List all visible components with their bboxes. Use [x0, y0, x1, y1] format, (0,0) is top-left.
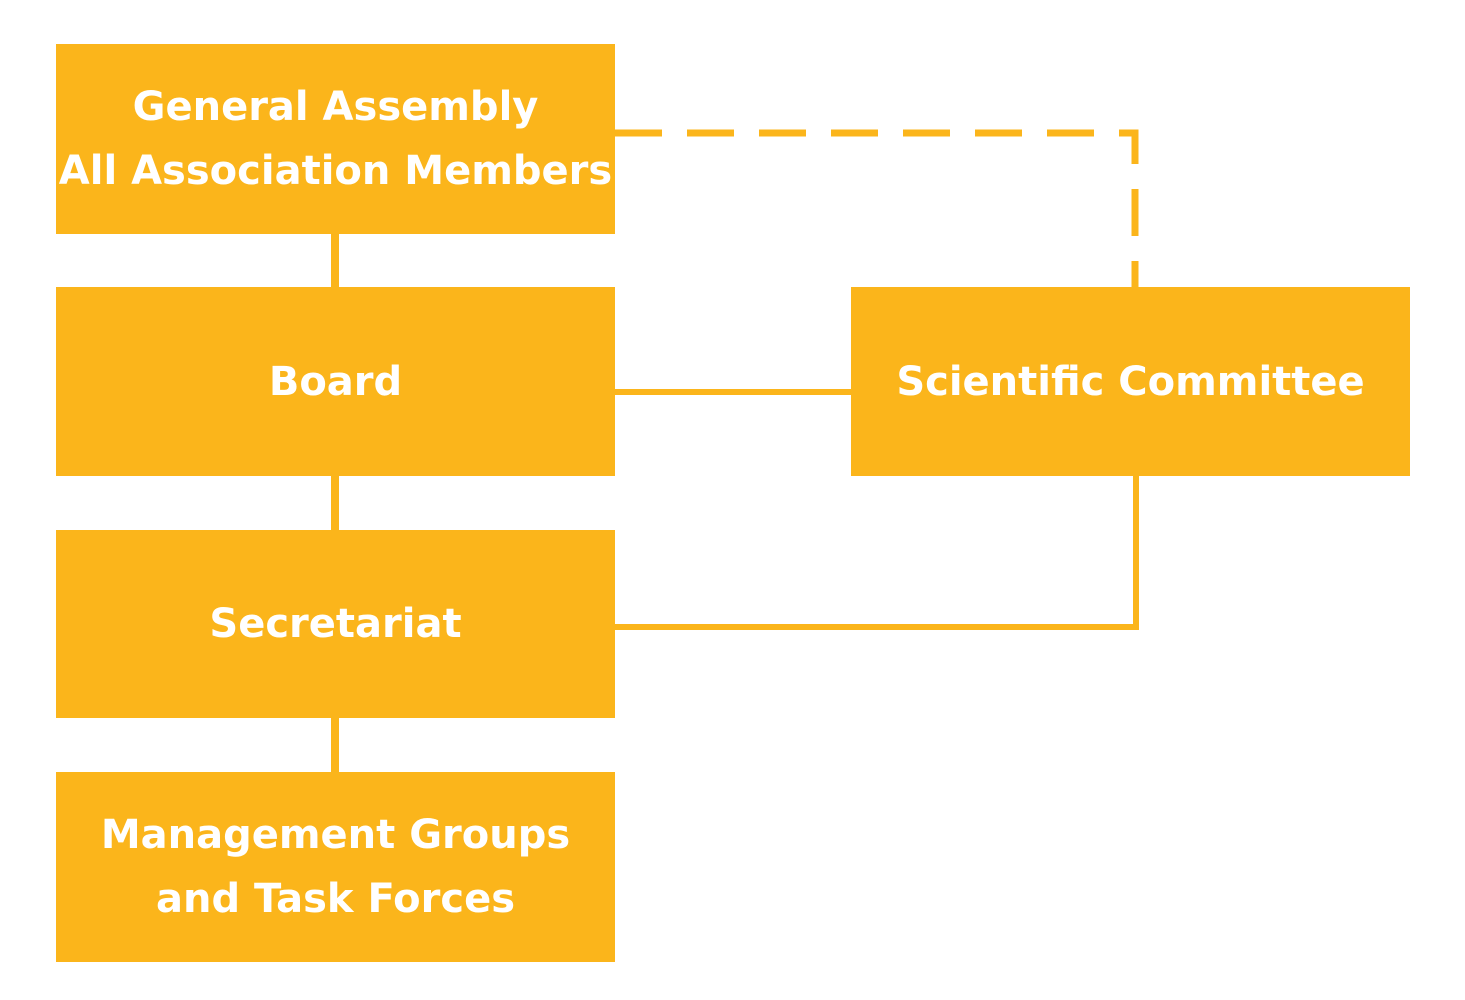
general-assembly-title: General Assembly — [132, 84, 539, 130]
general-assembly-subtitle: All Association Members — [58, 148, 613, 194]
edge-secretariat-to-scientific-committee — [615, 476, 1139, 630]
board-label: Board — [268, 358, 403, 405]
scientific-committee-label: Scientific Committee — [896, 358, 1365, 405]
node-board: Board — [56, 287, 615, 476]
secretariat-label: Secretariat — [209, 601, 462, 647]
management-groups-title: Management Groups — [100, 812, 571, 858]
node-scientific-committee: Scientific Committee — [851, 287, 1410, 476]
edge-general-assembly-to-scientific-committee-dashed — [615, 129, 1139, 287]
node-general-assembly: General Assembly All Association Members — [56, 44, 615, 234]
node-management-groups: Management Groups and Task Forces — [56, 772, 615, 962]
node-secretariat: Secretariat — [56, 530, 615, 718]
management-groups-subtitle: and Task Forces — [155, 876, 516, 922]
